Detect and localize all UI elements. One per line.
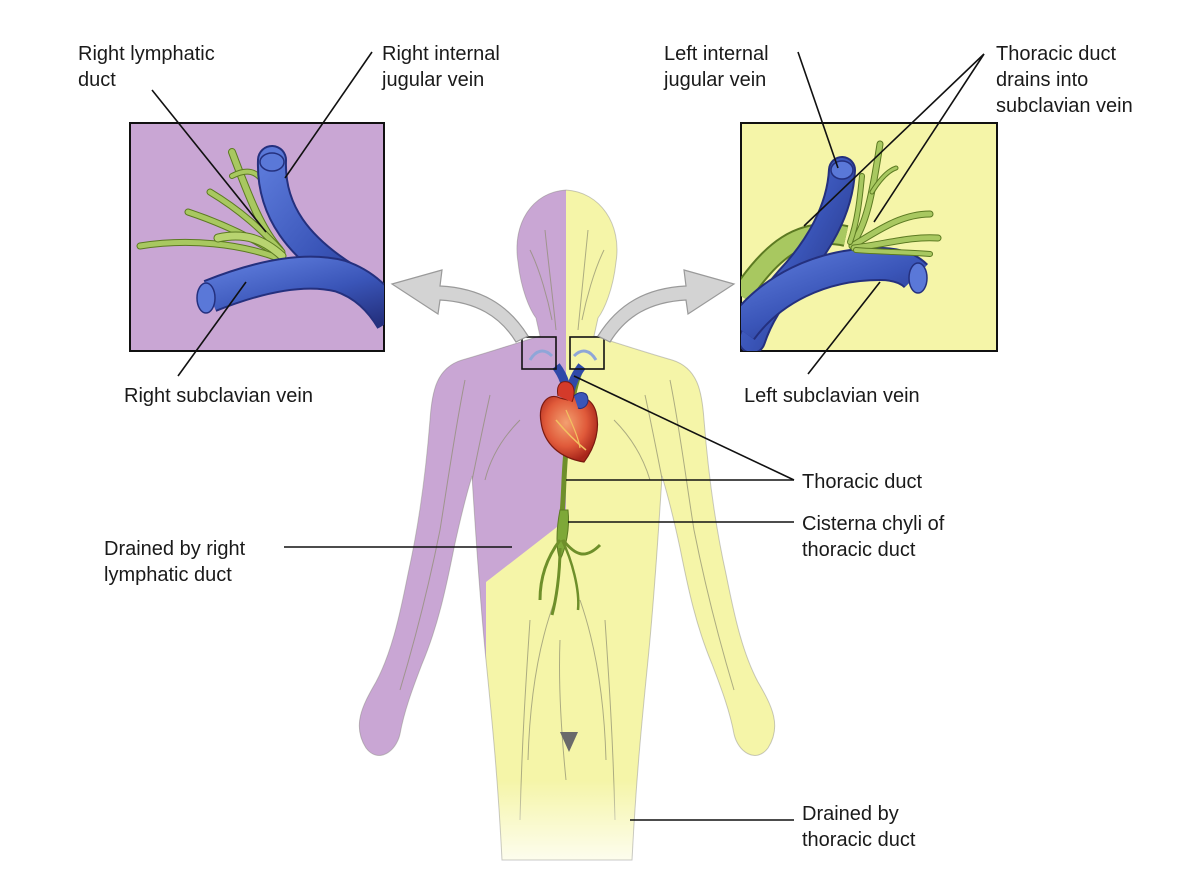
- label-thoracic-duct: Thoracic duct: [802, 471, 922, 493]
- label-thoracic-duct-drains: Thoracic duct drains into subclavian vei…: [996, 43, 1133, 117]
- label-right-internal-jugular-vein: Right internal jugular vein: [381, 43, 505, 91]
- right-neck-detail-box: [521, 336, 557, 370]
- label-drained-by-thoracic: Drained by thoracic duct: [802, 803, 916, 851]
- label-left-subclavian-vein: Left subclavian vein: [744, 385, 920, 407]
- label-cisterna-chyli: Cisterna chyli of thoracic duct: [802, 513, 950, 561]
- label-right-lymphatic-duct: Right lymphatic duct: [78, 43, 220, 91]
- label-left-internal-jugular-vein: Left internal jugular vein: [663, 43, 774, 91]
- right-lymphatic-duct-vessels: [136, 148, 287, 262]
- left-neck-detail-box: [569, 336, 605, 370]
- left-lymph-branches: [847, 140, 942, 257]
- labels: Right lymphatic duct Right internal jugu…: [78, 43, 1133, 851]
- zoom-arrows: [390, 269, 736, 343]
- leader-lines: [151, 51, 985, 821]
- heart-illustration: [539, 381, 599, 463]
- label-drained-by-right: Drained by right lymphatic duct: [104, 538, 251, 586]
- zoom-arrow-left: [390, 269, 529, 343]
- label-right-subclavian-vein: Right subclavian vein: [124, 385, 313, 407]
- zoom-arrow-right: [597, 269, 736, 343]
- neck-detail-boxes: [521, 336, 605, 370]
- left-side-inset: [740, 122, 998, 352]
- right-side-inset: [129, 122, 385, 352]
